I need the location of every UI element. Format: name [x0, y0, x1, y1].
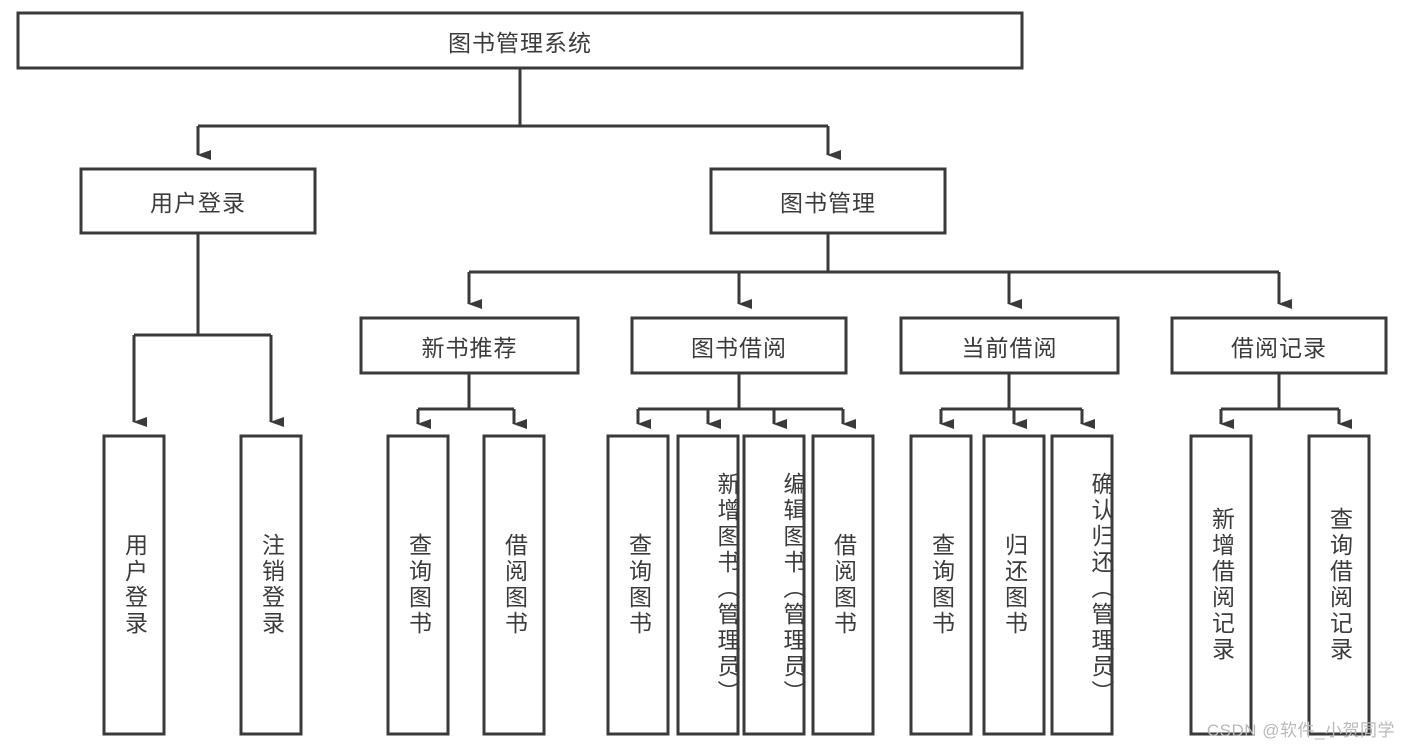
node-box-leaf-add-borrow-record[interactable] [1189, 434, 1253, 736]
node-box-leaf-query-book-1[interactable] [386, 434, 450, 736]
node-box-borrow-record[interactable] [1170, 316, 1388, 375]
connector-book-management-bus [469, 233, 1279, 274]
node-box-leaf-add-book[interactable] [676, 434, 740, 736]
node-box-current-borrow[interactable] [899, 316, 1120, 375]
node-box-book-borrow[interactable] [630, 316, 848, 375]
node-box-leaf-logout-login[interactable] [239, 434, 303, 736]
node-box-leaf-return-book[interactable] [982, 434, 1046, 736]
node-box-leaf-query-borrow-record[interactable] [1307, 434, 1371, 736]
node-box-root[interactable] [16, 11, 1024, 70]
node-box-leaf-confirm-return[interactable] [1050, 434, 1114, 736]
node-box-leaf-query-book-2[interactable] [606, 434, 670, 736]
node-box-leaf-user-login[interactable] [102, 434, 166, 736]
node-box-leaf-query-book-3[interactable] [909, 434, 973, 736]
connector-borrow-record-bus [1221, 373, 1339, 411]
node-box-user-login[interactable] [79, 167, 317, 235]
csdn-watermark: CSDN @软件_小贺同学 [1206, 721, 1395, 740]
connector-book-borrow-bus [638, 373, 843, 411]
node-box-leaf-borrow-book-2[interactable] [811, 434, 875, 736]
node-box-leaf-borrow-book-1[interactable] [482, 434, 546, 736]
node-box-leaf-edit-book[interactable] [742, 434, 806, 736]
node-box-book-management[interactable] [709, 167, 947, 235]
connector-root-bus [198, 68, 828, 128]
connector-new-book-recommend-bus [418, 373, 514, 411]
connector-user-login-bus [134, 233, 271, 337]
node-box-new-book-recommend[interactable] [359, 316, 580, 375]
connector-current-borrow-bus [941, 373, 1082, 411]
